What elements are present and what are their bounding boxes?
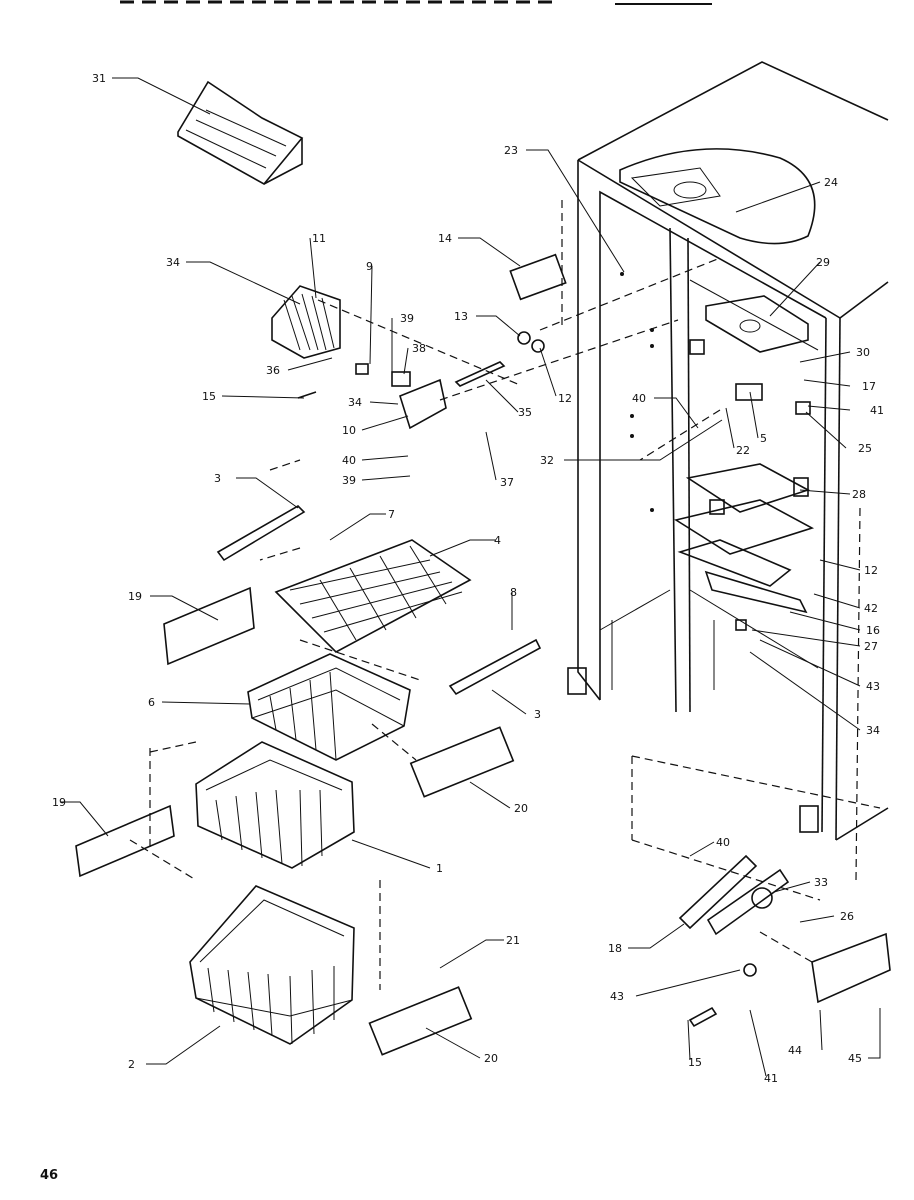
basket-part-6	[247, 653, 411, 761]
label-40-b: 40	[342, 454, 356, 467]
bracket-part-5	[735, 383, 763, 401]
label-11: 11	[312, 232, 326, 245]
mount-plate-part-10	[297, 253, 567, 430]
shelf-assembly-upper	[163, 505, 542, 696]
label-12: 12	[558, 392, 572, 405]
cropped-header-strip	[120, 0, 712, 5]
part-labels: 31 23 24 11 14 34 9 29 39 13 38 36 30 15…	[52, 72, 884, 1085]
label-34-b: 34	[348, 396, 362, 409]
label-28: 28	[852, 488, 866, 501]
assembly-guides	[129, 200, 881, 990]
label-15-b: 15	[688, 1056, 702, 1069]
label-27: 27	[864, 640, 878, 653]
label-23: 23	[504, 144, 518, 157]
label-45: 45	[848, 1052, 862, 1065]
control-housing-part-29	[705, 295, 809, 353]
label-41-b: 41	[764, 1072, 778, 1085]
label-43-b: 43	[610, 990, 624, 1003]
label-36: 36	[266, 364, 280, 377]
label-39: 39	[400, 312, 414, 325]
label-24: 24	[824, 176, 838, 189]
label-19: 19	[128, 590, 142, 603]
fan-housing-part-11	[271, 285, 341, 359]
panel-part-20-upper	[409, 726, 515, 798]
label-39-b: 39	[342, 474, 356, 487]
label-43: 43	[866, 680, 880, 693]
label-25: 25	[858, 442, 872, 455]
label-32: 32	[540, 454, 554, 467]
label-30: 30	[856, 346, 870, 359]
label-1: 1	[436, 862, 443, 875]
label-41: 41	[870, 404, 884, 417]
label-26: 26	[840, 910, 854, 923]
rail-part-19-lower	[75, 804, 175, 878]
label-3: 3	[214, 472, 221, 485]
top-cover-part-24	[619, 148, 816, 245]
cabinet-shelf-assembly	[673, 463, 815, 631]
label-40: 40	[632, 392, 646, 405]
label-19-b: 19	[52, 796, 66, 809]
label-44: 44	[788, 1044, 802, 1057]
label-16: 16	[866, 624, 880, 637]
lower-right-assembly	[678, 854, 891, 1028]
label-2: 2	[128, 1058, 135, 1071]
label-20: 20	[514, 802, 528, 815]
label-22: 22	[736, 444, 750, 457]
ice-tray-part-31	[177, 80, 304, 186]
label-40-c: 40	[716, 836, 730, 849]
refrigerator-cabinet	[567, 61, 889, 841]
label-38: 38	[412, 342, 426, 355]
page-number: 46	[40, 1168, 59, 1183]
label-29: 29	[816, 256, 830, 269]
label-12-b: 12	[864, 564, 878, 577]
label-20-b: 20	[484, 1052, 498, 1065]
label-13: 13	[454, 310, 468, 323]
label-9: 9	[366, 260, 373, 273]
label-10: 10	[342, 424, 356, 437]
panel-part-20-lower	[368, 986, 473, 1056]
label-15: 15	[202, 390, 216, 403]
basket-part-2	[189, 885, 355, 1045]
label-14: 14	[438, 232, 452, 245]
label-21: 21	[506, 934, 520, 947]
label-8: 8	[510, 586, 517, 599]
label-42: 42	[864, 602, 878, 615]
label-6: 6	[148, 696, 155, 709]
label-34-c: 34	[866, 724, 880, 737]
label-5: 5	[760, 432, 767, 445]
label-4: 4	[494, 534, 501, 547]
label-31: 31	[92, 72, 106, 85]
label-3-b: 3	[534, 708, 541, 721]
label-34: 34	[166, 256, 180, 269]
leader-lines	[60, 77, 881, 1077]
basket-part-1	[195, 741, 355, 869]
label-18: 18	[608, 942, 622, 955]
label-33: 33	[814, 876, 828, 889]
label-37: 37	[500, 476, 514, 489]
label-7: 7	[388, 508, 395, 521]
label-35: 35	[518, 406, 532, 419]
label-17: 17	[862, 380, 876, 393]
clip-part-25	[795, 401, 811, 415]
